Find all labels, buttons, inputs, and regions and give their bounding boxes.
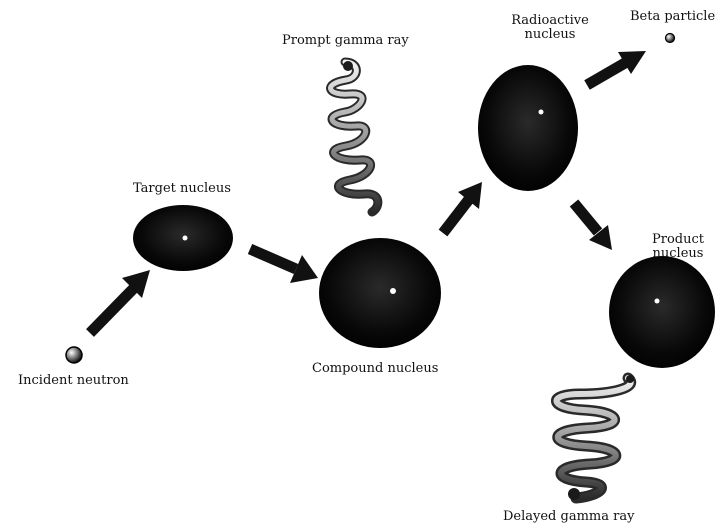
delayed-gamma-ray-label: Delayed gamma ray (503, 509, 635, 524)
delayed-gamma-ray-wave (551, 372, 637, 504)
arrow-target-to-compound (247, 243, 318, 283)
compound-nucleus (319, 238, 441, 348)
radioactive-nucleus-label-line1: Radioactive (511, 13, 589, 28)
beta-particle-label: Beta particle (630, 9, 715, 24)
arrow-radioactive-to-product (569, 199, 612, 250)
radioactive-nucleus (478, 65, 578, 191)
arrow-compound-to-radioactive (438, 182, 482, 237)
arrow-radioactive-to-beta (584, 51, 646, 90)
target-nucleus (133, 205, 233, 271)
target-nucleus-label: Target nucleus (133, 181, 231, 196)
arrow-neutron-to-target (86, 270, 150, 337)
prompt-gamma-ray-wave (326, 57, 383, 217)
compound-nucleus-label: Compound nucleus (312, 361, 438, 376)
product-nucleus-label-line2: nucleus (653, 246, 704, 261)
incident-neutron-label: Incident neutron (18, 373, 129, 388)
radioactive-nucleus-label-line2: nucleus (525, 27, 576, 42)
product-nucleus-label-line1: Product (652, 232, 705, 247)
incident-neutron (65, 346, 83, 364)
prompt-gamma-ray-label: Prompt gamma ray (282, 33, 409, 48)
product-nucleus (609, 256, 715, 368)
beta-particle (664, 32, 676, 44)
